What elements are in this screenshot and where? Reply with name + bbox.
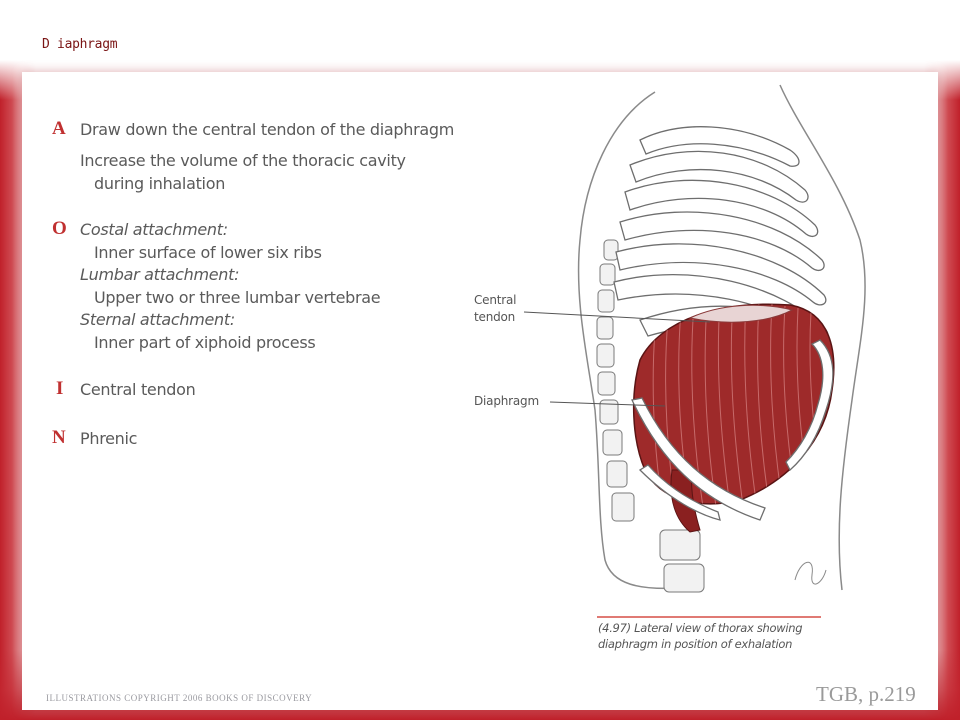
origin-line: Inner part of xiphoid process [94, 333, 316, 352]
copyright-notice: ILLUSTRATIONS COPYRIGHT 2006 BOOKS OF DI… [46, 693, 313, 703]
origin-line: Lumbar attachment: [80, 265, 240, 284]
section-letter-nerve: N [52, 427, 66, 448]
action-line: Increase the volume of the thoracic cavi… [80, 151, 406, 170]
origin-line: Costal attachment: [80, 220, 228, 239]
callout-central-tendon: Central tendon [474, 293, 517, 324]
body-outline-front [779, 84, 866, 591]
action-line: Draw down the central tendon of the diap… [80, 120, 455, 139]
diaphragm-muscle [632, 303, 835, 533]
leader-line-central-tendon [523, 311, 711, 323]
origin-line: Inner surface of lower six ribs [94, 243, 322, 262]
artist-signature [794, 562, 827, 585]
section-letter-origin: O [52, 218, 67, 239]
origin-line: Upper two or three lumbar vertebrae [94, 288, 381, 307]
nerve-line: Phrenic [80, 429, 138, 448]
insertion-line: Central tendon [80, 380, 196, 399]
vertebral-column [596, 239, 705, 593]
caption-rule [597, 616, 821, 618]
body-outline-back [577, 91, 681, 590]
action-line: during inhalation [94, 174, 226, 193]
page-reference: TGB, p.219 [816, 682, 916, 706]
leader-line-diaphragm [549, 401, 666, 407]
origin-line: Sternal attachment: [80, 310, 235, 329]
slide-title: D iaphragm [42, 37, 118, 52]
section-letter-insertion: I [56, 378, 64, 399]
lower-ribs [631, 339, 834, 521]
figure-caption: (4.97) Lateral view of thorax showing di… [598, 621, 803, 651]
section-letter-action: A [52, 118, 66, 139]
callout-diaphragm: Diaphragm [474, 394, 539, 408]
